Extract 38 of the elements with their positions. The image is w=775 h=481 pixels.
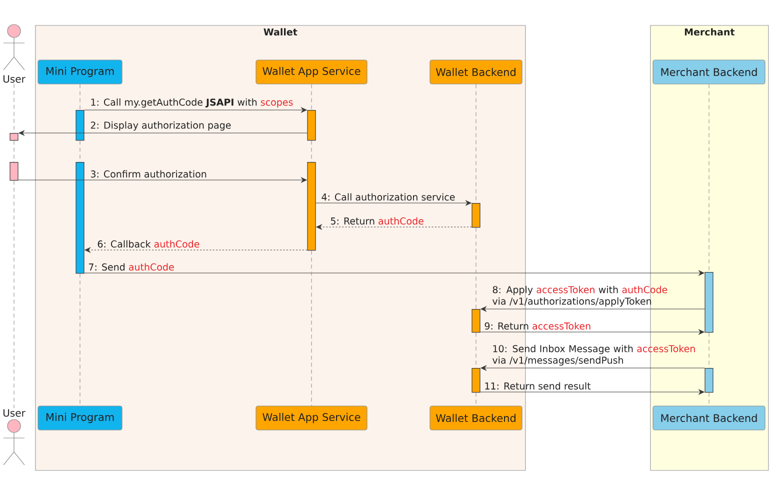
activation-bar xyxy=(704,368,714,393)
participant-box: Merchant Backend xyxy=(652,60,766,84)
activation-bar xyxy=(10,162,18,181)
activation-bar xyxy=(472,309,480,333)
lifeline xyxy=(311,250,312,406)
message-label: 4: Call authorization service xyxy=(322,193,455,201)
participant-box: Merchant Backend xyxy=(652,406,766,430)
participant-box: Wallet App Service xyxy=(256,60,368,84)
participant-box: Wallet Backend xyxy=(430,406,522,430)
message-label: 11: Return send result xyxy=(485,382,591,390)
message-label: 5: Return authCode xyxy=(330,217,424,225)
participant-box: Mini Program xyxy=(38,406,122,430)
message-label: 7: Send authCode xyxy=(89,263,174,271)
activation-bar xyxy=(76,110,84,141)
participant-box: Wallet Backend xyxy=(430,60,522,84)
message-label: 10: Send Inbox Message with accessToken via /v1/messages/sendPush xyxy=(492,344,695,366)
message-label: 1: Call my.getAuthCode JSAPI with scopes xyxy=(91,98,293,108)
lifeline xyxy=(311,140,312,162)
message-label: 2: Display authorization page xyxy=(90,121,231,131)
actor-label: User xyxy=(3,409,26,417)
activation-bar xyxy=(76,162,84,274)
lifeline xyxy=(311,84,312,110)
participant-box: Wallet App Service xyxy=(256,406,368,430)
lifeline xyxy=(708,332,710,368)
message-label: 9: Return accessToken xyxy=(484,322,590,330)
activation-bar xyxy=(307,162,316,251)
activation-bar xyxy=(472,368,480,393)
message-label: 3: Confirm authorization xyxy=(90,170,206,178)
actor-label: User xyxy=(3,75,26,83)
lifeline xyxy=(708,84,710,272)
lifeline xyxy=(708,392,710,406)
activation-bar xyxy=(307,110,316,141)
activation-bar xyxy=(704,272,714,333)
activation-bar xyxy=(10,133,18,141)
participant-box: Mini Program xyxy=(38,60,122,84)
message-label: 6: Callback authCode xyxy=(98,240,200,248)
activation-bar xyxy=(472,203,480,228)
message-label: 8: Apply accessToken with authCode via /v1/authorizations/applyToken xyxy=(492,286,668,307)
